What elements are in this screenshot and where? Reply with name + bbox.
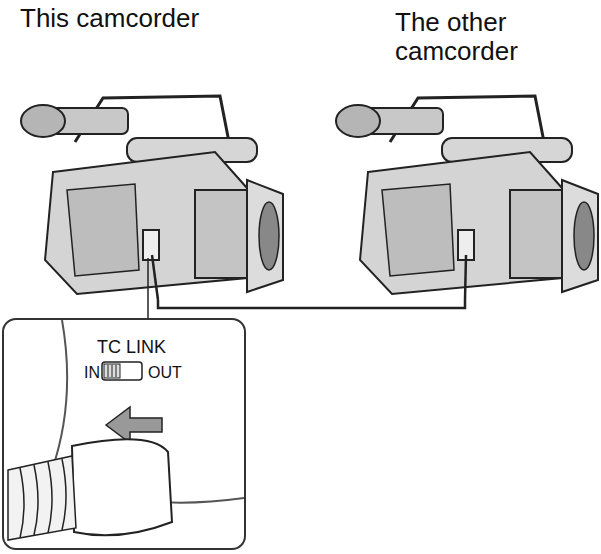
grip-strap [67,184,139,276]
switch-rib [108,365,109,377]
cable-rib [20,468,24,538]
switch-knob [104,364,120,378]
leader-line [147,300,149,318]
camcorder: The other camcorder [320,0,601,300]
eyecup [21,105,65,137]
switch-label: IN [84,364,108,382]
lens-barrel [195,190,253,278]
camcorder: This camcorder [10,0,300,300]
switch-label: OUT [148,364,188,382]
node-label: The other camcorder [395,8,535,65]
plug-body [72,439,172,535]
cable-rib [62,459,66,530]
lens-hood [562,180,598,292]
node-label: TC LINK [97,338,187,358]
cable-stub [152,255,158,300]
grip-strap [382,184,454,276]
cable-ribbed [8,456,76,540]
leader-stub [147,258,149,300]
switch-body [102,362,142,380]
lens-glass [574,202,594,270]
inset-detail: TC LINK IN OUT [2,318,246,550]
lens-glass [259,202,279,270]
slide-arrow [106,407,162,443]
node-label: This camcorder [20,4,280,33]
cable [158,300,465,308]
cable-rib [34,465,38,535]
lens-barrel [510,190,568,278]
switch-rib [112,365,113,377]
eyecup [336,105,380,137]
lens-hood [247,180,283,292]
cable-rib [48,462,52,533]
cable-stub [465,255,466,300]
switch-rib [116,365,117,377]
